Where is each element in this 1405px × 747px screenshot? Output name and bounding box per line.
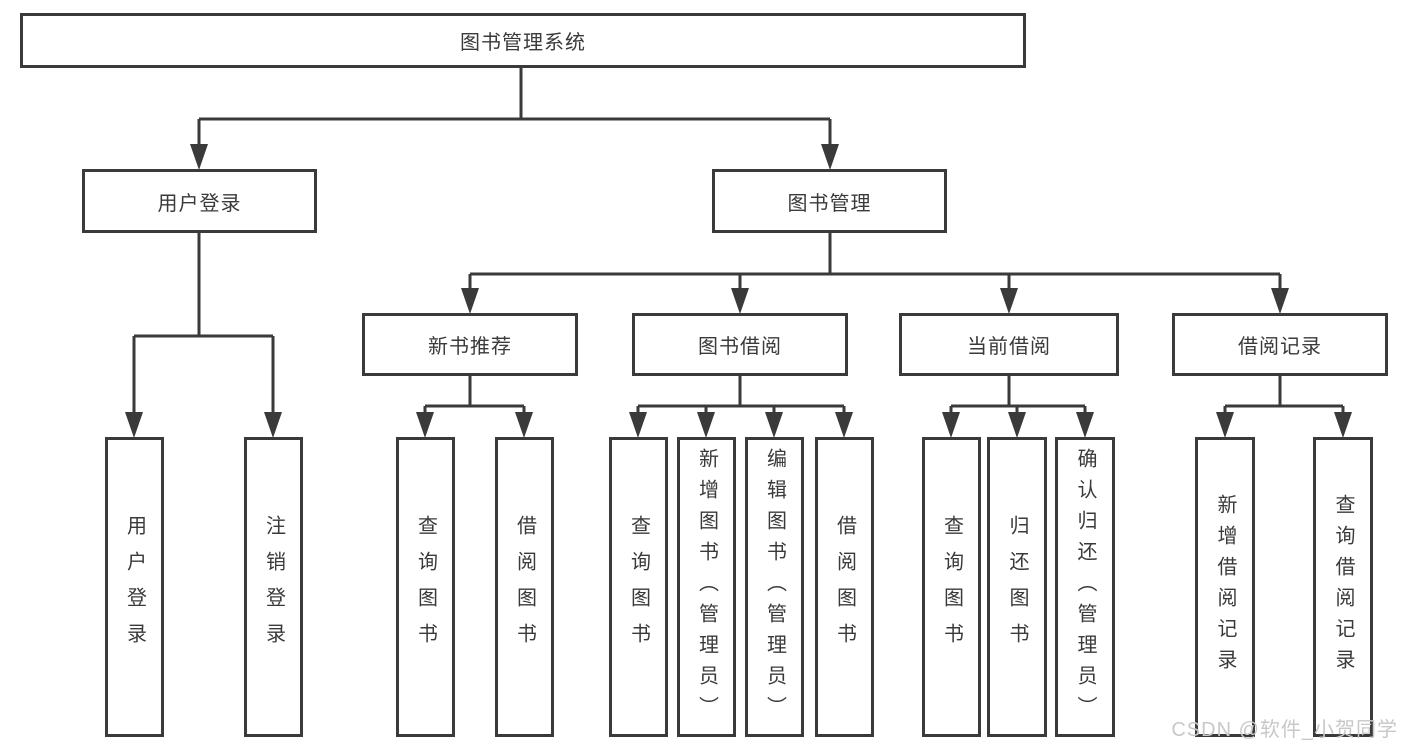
leaf-label: 新增图书（管理员）	[695, 447, 718, 727]
leaf-label: 编辑图书（管理员）	[763, 447, 786, 727]
leaf-label: 归还图书	[1006, 515, 1028, 659]
leaf-query-books-recommend: 查询图书	[396, 437, 455, 737]
node-user-login: 用户登录	[82, 169, 317, 233]
leaf-borrow-books-recommend: 借阅图书	[495, 437, 554, 737]
leaf-logout: 注销登录	[244, 437, 303, 737]
leaf-query-books-current: 查询图书	[922, 437, 981, 737]
arrowheads	[125, 144, 1352, 438]
node-label: 当前借阅	[967, 336, 1051, 358]
leaf-add-borrow-record: 新增借阅记录	[1195, 437, 1255, 737]
leaf-label: 查询图书	[414, 515, 437, 659]
leaf-label: 新增借阅记录	[1214, 494, 1236, 680]
leaf-label: 注销登录	[262, 515, 285, 659]
node-borrow-records: 借阅记录	[1172, 313, 1388, 376]
watermark: CSDN @软件_小贺同学	[1171, 719, 1398, 741]
node-label: 新书推荐	[428, 336, 512, 358]
leaf-label: 查询图书	[627, 515, 650, 659]
node-label: 图书管理系统	[460, 32, 586, 54]
node-label: 用户登录	[157, 192, 242, 215]
node-current-borrow: 当前借阅	[899, 313, 1119, 376]
node-book-management-system: 图书管理系统	[20, 13, 1026, 68]
node-book-borrow: 图书借阅	[632, 313, 848, 376]
leaf-label: 查询图书	[940, 515, 963, 659]
leaf-label: 查询借阅记录	[1332, 494, 1354, 680]
node-new-book-recommend: 新书推荐	[362, 313, 578, 376]
leaf-user-login: 用户登录	[105, 437, 164, 737]
leaf-label: 确认归还（管理员）	[1074, 447, 1096, 727]
node-book-management: 图书管理	[712, 169, 947, 233]
leaf-edit-book-admin: 编辑图书（管理员）	[745, 437, 804, 737]
leaf-label: 借阅图书	[513, 515, 536, 659]
leaf-label: 用户登录	[123, 515, 146, 659]
leaf-borrow-books: 借阅图书	[815, 437, 874, 737]
node-label: 图书管理	[787, 192, 872, 215]
leaf-confirm-return-admin: 确认归还（管理员）	[1055, 437, 1115, 737]
node-label: 借阅记录	[1238, 336, 1322, 358]
leaf-return-book: 归还图书	[987, 437, 1047, 737]
leaf-query-borrow-record: 查询借阅记录	[1313, 437, 1373, 737]
leaf-add-book-admin: 新增图书（管理员）	[677, 437, 736, 737]
leaf-label: 借阅图书	[833, 515, 856, 659]
node-label: 图书借阅	[698, 336, 782, 358]
leaf-query-books-borrow: 查询图书	[609, 437, 668, 737]
